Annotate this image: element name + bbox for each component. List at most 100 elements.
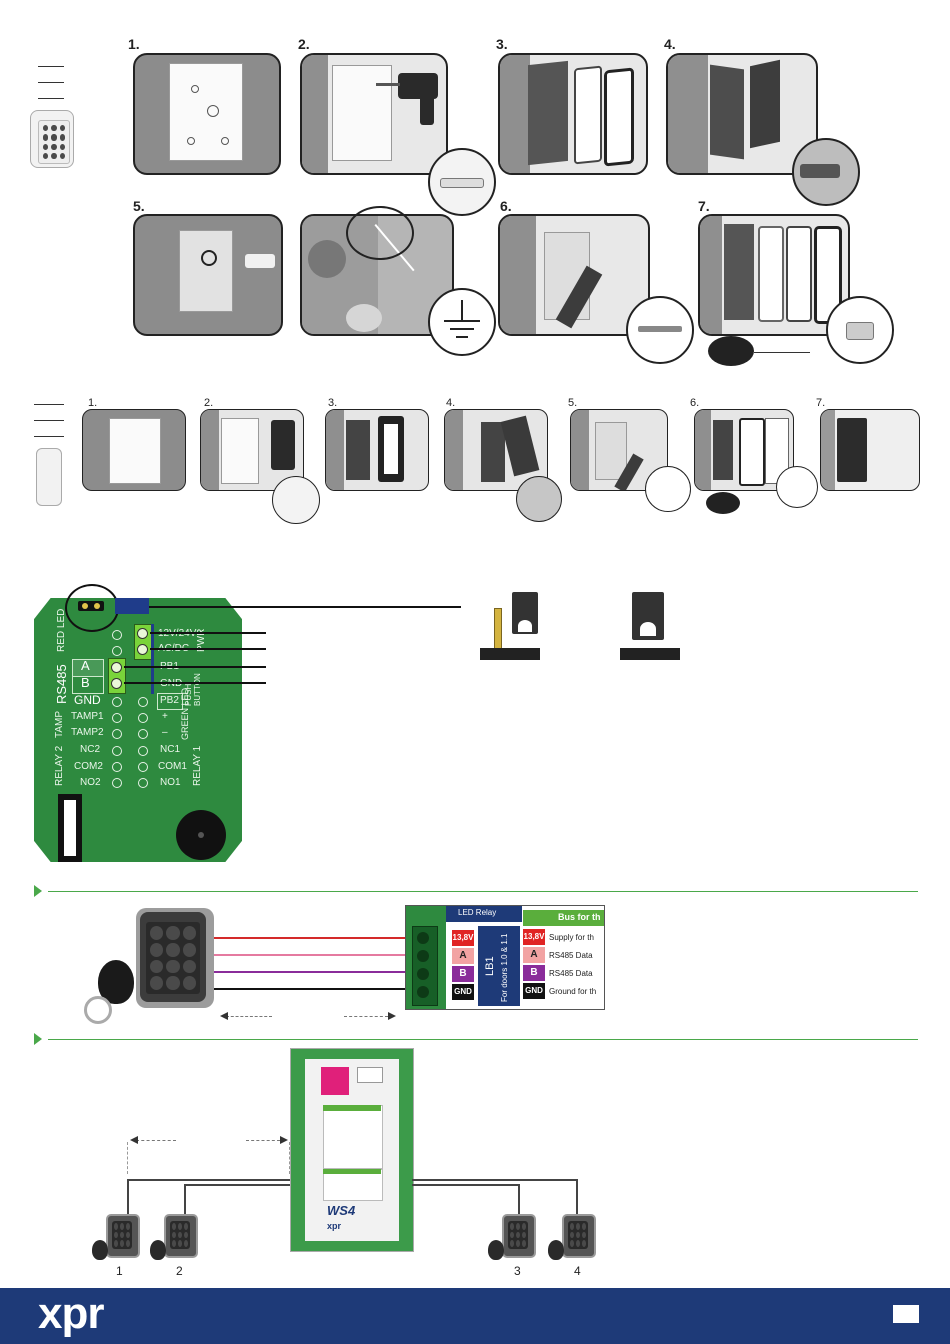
bus-row-tag: A (523, 947, 545, 963)
pcb-plus-label: + (162, 711, 168, 722)
wire-gnd (214, 988, 428, 990)
jumper-pointer-line (149, 606, 461, 608)
step-number: 4. (446, 397, 456, 409)
jumper-open-illustration (480, 592, 540, 662)
step-5-panel (133, 214, 283, 336)
key-fob (150, 1240, 166, 1260)
step-number: 6. (500, 198, 512, 214)
reader-thumbnail-large (28, 58, 78, 168)
bus-cable-right-1 (412, 1179, 578, 1181)
small-key-tool (706, 492, 740, 514)
step-number: 2. (204, 397, 214, 409)
pcb-com2-label: COM2 (74, 761, 103, 772)
reader-keypad (146, 922, 200, 994)
key-fob (488, 1240, 504, 1260)
reader-number: 1 (116, 1264, 123, 1278)
small-step-7-panel (820, 409, 920, 491)
wire-a (214, 954, 428, 956)
reader-thumbnail-small (30, 404, 70, 506)
pcb-b-label: B (81, 675, 90, 690)
reader-number: 4 (574, 1264, 581, 1278)
led-relay-label: LED Relay (458, 908, 497, 917)
step-number: 4. (664, 36, 676, 52)
reader-3 (502, 1214, 536, 1258)
jumper-connector (115, 598, 149, 614)
step-number: 5. (133, 198, 145, 214)
small-screwdriver-circle (516, 476, 562, 522)
lb1-label: LB1 (484, 956, 496, 976)
small-bolt-circle (776, 466, 818, 508)
footer-bar (0, 1288, 950, 1344)
bus-cable-right-2 (412, 1184, 520, 1186)
bus-row-desc: Supply for th (549, 933, 594, 942)
bus-terminal-table: LED Relay 13,8V A B GND LB1 For doors 1.… (405, 905, 605, 1010)
reader-4 (562, 1214, 596, 1258)
bus-tag: B (452, 966, 474, 982)
pcb-red-led-label: RED LED (56, 608, 67, 652)
distance-arrow-right (246, 1140, 280, 1141)
bus-row-tag: GND (523, 983, 545, 999)
bus-row-tag: 13,8V (523, 929, 545, 945)
small-step-3-panel (325, 409, 429, 491)
step-number: 2. (298, 36, 310, 52)
page-number-box (893, 1305, 919, 1323)
bus-tag: A (452, 948, 474, 964)
step-number: 3. (496, 36, 508, 52)
bus-cable-left-1 (127, 1179, 290, 1181)
step-2-panel (300, 53, 448, 175)
controller-board: WS4 xpr (290, 1048, 414, 1252)
distance-arrow-left (226, 1016, 272, 1017)
step-number: 6. (690, 397, 700, 409)
key-fob (92, 1240, 108, 1260)
lock-detail-circle (346, 206, 414, 260)
small-plug-detail-circle (272, 476, 320, 524)
wire-supply (214, 937, 428, 939)
step-number: 7. (816, 397, 826, 409)
xpr-logo: xpr (38, 1289, 104, 1338)
section-divider (48, 891, 918, 892)
pcb-tamp2-label: TAMP2 (71, 727, 104, 738)
pcb-relay2-label: RELAY 2 (54, 745, 65, 786)
pcb-no1-label: NO1 (160, 777, 181, 788)
key-tool-line (754, 352, 810, 353)
pcb-green-led-label: GREEN LED (180, 687, 190, 740)
bus-row-desc: RS485 Data (549, 969, 593, 978)
ground-symbol-circle (428, 288, 496, 356)
reader-1 (106, 1214, 140, 1258)
jumper-closed-illustration (620, 592, 680, 662)
small-step-5-panel (570, 409, 668, 491)
wire-b (214, 971, 428, 973)
bus-row-desc: Ground for th (549, 987, 597, 996)
pcb-tamp1-label: TAMP1 (71, 711, 104, 722)
pcb-nc2-label: NC2 (80, 744, 101, 755)
step-6-panel (498, 214, 650, 336)
bus-tag: GND (452, 984, 474, 1000)
step-number: 1. (128, 36, 140, 52)
controller-brand-label: xpr (327, 1221, 342, 1231)
step-number: 5. (568, 397, 578, 409)
pcb-pb2-label: PB2 (160, 695, 179, 706)
pcb-no2-label: NO2 (80, 777, 101, 788)
step-3-panel (498, 53, 648, 175)
small-step-2-panel (200, 409, 304, 491)
bus-cable-left-2 (184, 1184, 290, 1186)
reader-2 (164, 1214, 198, 1258)
bus-tag: 13,8V (452, 930, 474, 946)
small-screw-circle (645, 466, 691, 512)
reader-number: 2 (176, 1264, 183, 1278)
controller-model-label: WS4 (327, 1203, 356, 1218)
screwdriver-detail-circle (792, 138, 860, 206)
small-step-1-panel (82, 409, 186, 491)
step-4-panel (666, 53, 818, 175)
section-chevron-icon (34, 1033, 42, 1045)
step-number: 7. (698, 198, 710, 214)
section-chevron-icon (34, 885, 42, 897)
step-number: 3. (328, 397, 338, 409)
pcb-nc1-label: NC1 (160, 744, 181, 755)
pcb-com1-label: COM1 (158, 761, 187, 772)
small-step-4-panel (444, 409, 548, 491)
key-tool (708, 336, 754, 366)
reader-number: 3 (514, 1264, 521, 1278)
bus-row-desc: RS485 Data (549, 951, 593, 960)
distance-arrow-right (344, 1016, 388, 1017)
